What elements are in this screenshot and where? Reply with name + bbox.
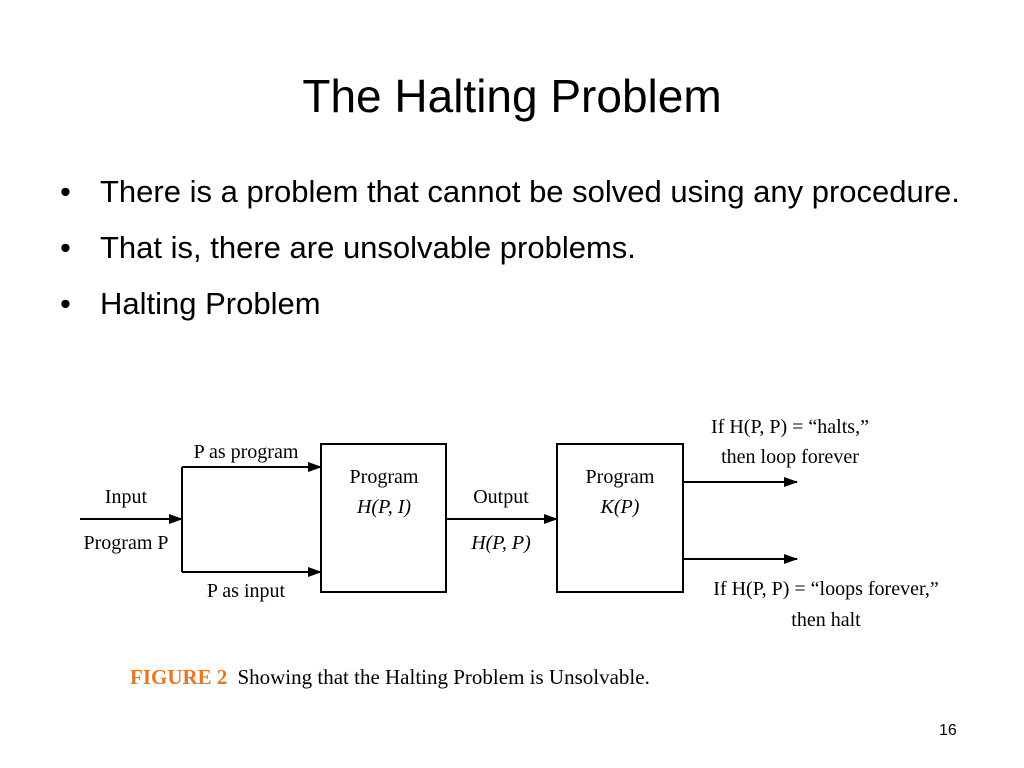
output-label: Output <box>473 486 529 508</box>
bottom-branch-label: P as input <box>207 580 286 602</box>
lower-result-line-2: then halt <box>791 609 861 631</box>
bullet-list: • There is a problem that cannot be solv… <box>60 170 960 338</box>
caption-text: Showing that the Halting Problem is Unso… <box>237 665 650 689</box>
bullet-text: There is a problem that cannot be solved… <box>100 174 960 209</box>
box-h-title: Program <box>350 466 419 488</box>
bullet-item: • That is, there are unsolvable problems… <box>60 226 960 270</box>
bullet-text: Halting Problem <box>100 286 321 321</box>
upper-result-line-1: If H(P, P) = “halts,” <box>711 416 869 438</box>
page-title: The Halting Problem <box>302 70 722 122</box>
box-k-title: Program <box>586 466 655 488</box>
program-k-box <box>556 443 684 593</box>
box-k-sub: K(P) <box>600 496 640 518</box>
figure-label: FIGURE 2 <box>130 665 228 689</box>
upper-result-line-2: then loop forever <box>721 446 859 468</box>
box-h-sub: H(P, I) <box>356 496 411 518</box>
figure-caption: FIGURE 2 Showing that the Halting Problem… <box>130 665 650 690</box>
output-value-label: H(P, P) <box>470 532 531 554</box>
bullet-icon: • <box>60 286 71 321</box>
lower-result-line-1: If H(P, P) = “loops forever,” <box>713 578 938 600</box>
bullet-item: • There is a problem that cannot be solv… <box>60 170 960 214</box>
bullet-text: That is, there are unsolvable problems. <box>100 230 636 265</box>
top-branch-label: P as program <box>194 441 299 463</box>
bullet-icon: • <box>60 174 71 209</box>
program-p-label: Program P <box>84 532 169 554</box>
bullet-item: • Halting Problem <box>60 282 960 326</box>
page-number: 16 <box>939 722 957 739</box>
input-label: Input <box>105 486 148 508</box>
bullet-icon: • <box>60 230 71 265</box>
